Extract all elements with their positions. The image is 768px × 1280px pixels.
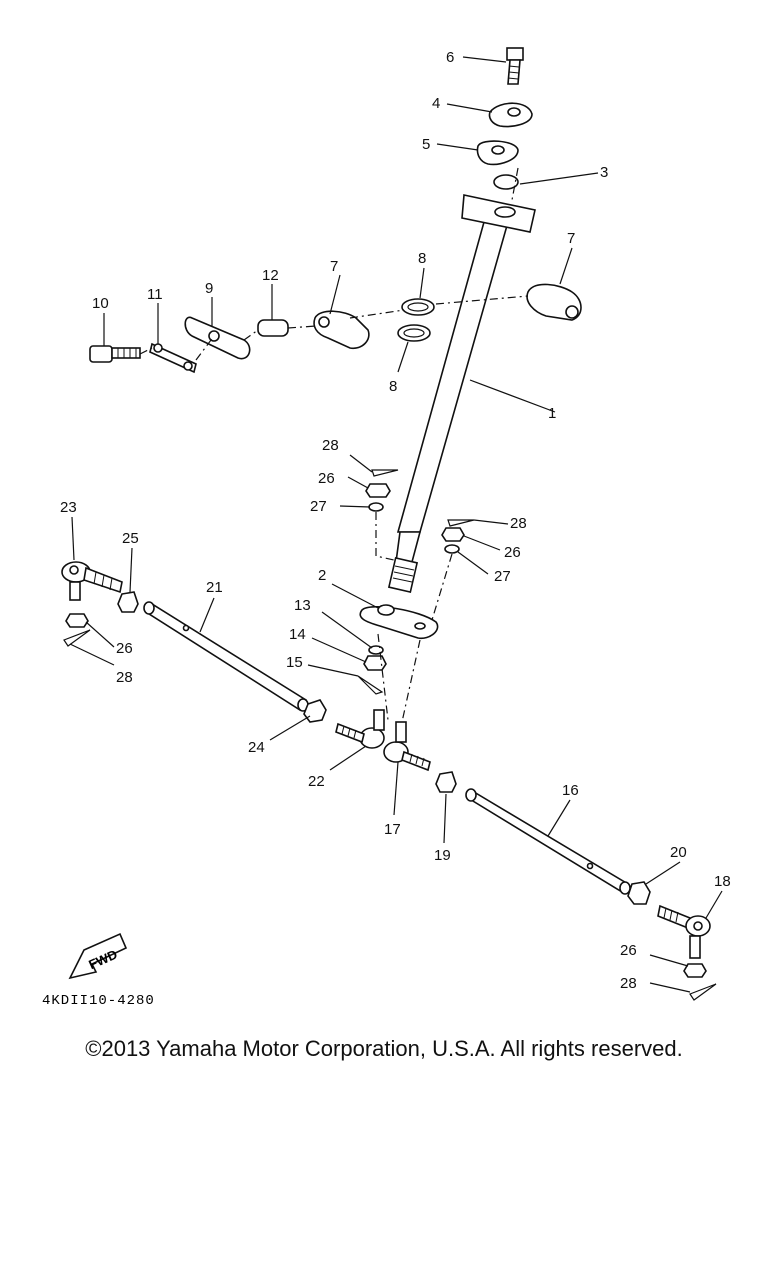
leader-lines [69, 56, 723, 993]
callout-12: 12 [262, 267, 279, 284]
callout-27-upper-right: 27 [494, 568, 511, 585]
fwd-arrow-icon: FWD [68, 932, 128, 980]
nut-part-26-left [65, 613, 89, 628]
callout-20: 20 [670, 844, 687, 861]
callout-6: 6 [446, 49, 454, 66]
callout-26-upper-right: 26 [504, 544, 521, 561]
cotter-pin-part-28-upper-left [371, 469, 399, 477]
callout-21: 21 [206, 579, 223, 596]
steering-shaft [387, 194, 536, 594]
callout-3: 3 [600, 164, 608, 181]
callout-4: 4 [432, 95, 440, 112]
callout-28-upper-left: 28 [322, 437, 339, 454]
nut-part-14 [363, 655, 387, 671]
tie-rod-end-part-18 [657, 904, 711, 959]
callout-14: 14 [289, 626, 306, 643]
callout-2: 2 [318, 567, 326, 584]
bushing-part-3 [493, 174, 519, 190]
callout-numbers: 1 2 3 4 5 6 7 7 8 8 9 10 11 12 13 14 15 … [60, 49, 731, 992]
bushing-part-8-lower [397, 324, 431, 342]
callout-16: 16 [562, 782, 579, 799]
callout-28-left: 28 [116, 669, 133, 686]
bolt-part-10 [89, 345, 141, 363]
callout-23: 23 [60, 499, 77, 516]
callout-5: 5 [422, 136, 430, 153]
washer-part-27-upper-left [368, 502, 384, 512]
callout-19: 19 [434, 847, 451, 864]
callout-1: 1 [548, 405, 556, 422]
pitman-arm-part-2 [359, 605, 439, 640]
cotter-pin-part-15 [357, 675, 384, 695]
tie-rod-end-part-23 [61, 561, 123, 601]
tie-rod-end-part-22 [335, 709, 385, 749]
copyright-notice: ©2013 Yamaha Motor Corporation, U.S.A. A… [85, 1036, 683, 1061]
tie-rod-part-16 [465, 788, 631, 895]
callout-28-upper-right: 28 [510, 515, 527, 532]
nut-part-26-right [683, 963, 707, 978]
callout-13: 13 [294, 597, 311, 614]
bolt-part-6 [506, 47, 524, 85]
bushing-part-8-upper [401, 298, 435, 316]
callout-10: 10 [92, 295, 109, 312]
tie-rod-part-21 [143, 601, 309, 712]
callout-17: 17 [384, 821, 401, 838]
callout-18: 18 [714, 873, 731, 890]
exploded-parts-diagram: FWD [42, 47, 731, 1009]
nut-part-25 [117, 591, 139, 613]
callout-15: 15 [286, 654, 303, 671]
nut-part-19 [435, 771, 457, 793]
washer-part-27-upper-right [444, 544, 460, 554]
tie-rod-end-part-17 [383, 721, 431, 772]
cotter-pin-part-28-right [689, 983, 717, 1001]
callout-22: 22 [308, 773, 325, 790]
nut-part-20 [627, 881, 651, 905]
callout-26-right: 26 [620, 942, 637, 959]
callout-7-left: 7 [330, 258, 338, 275]
collar-part-12 [257, 319, 289, 337]
nut-part-26-upper-right [441, 527, 465, 542]
drawing-code: 4KDII10-4280 [42, 993, 155, 1009]
callout-8-lower: 8 [389, 378, 397, 395]
callout-24: 24 [248, 739, 265, 756]
cotter-pin-part-28-left [63, 629, 91, 647]
callout-8-upper: 8 [418, 250, 426, 267]
cotter-pin-part-28-upper-right [447, 519, 475, 527]
nut-part-26-upper-left [365, 483, 391, 498]
callout-28-right: 28 [620, 975, 637, 992]
callout-27-upper-left: 27 [310, 498, 327, 515]
callout-25: 25 [122, 530, 139, 547]
callout-11: 11 [147, 286, 163, 303]
callout-7-right: 7 [567, 230, 575, 247]
callout-26-left: 26 [116, 640, 133, 657]
callout-26-upper-left: 26 [318, 470, 335, 487]
callout-9: 9 [205, 280, 213, 297]
